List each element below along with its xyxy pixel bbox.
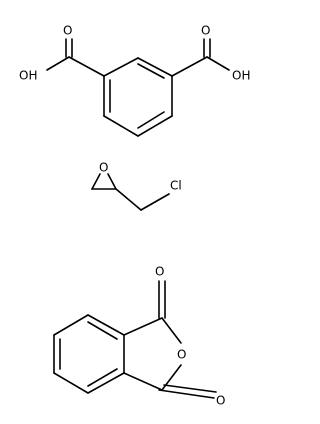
ring-bond: [53, 372, 89, 394]
side-chain-bond: [140, 193, 170, 211]
ring-bond: [137, 115, 173, 137]
aromatic-inner-bond: [87, 321, 118, 340]
anhydride-bond: [123, 372, 163, 391]
carbonyl-oxygen-label: O: [155, 265, 164, 279]
hydroxyl-label: OH: [19, 69, 37, 83]
oxygen-label: O: [201, 24, 210, 38]
ring-bond: [103, 115, 139, 137]
carbonyl-oxygen-label: O: [216, 394, 225, 408]
carboxyl-bond: [46, 56, 70, 71]
molecule-phthalic-anhydride: O O O: [53, 265, 225, 408]
epoxide-bond: [91, 173, 101, 190]
molecule-isophthalic-acid: O OH O OH: [19, 24, 250, 137]
aromatic-inner-bond: [137, 63, 165, 79]
anhydride-bond: [161, 317, 182, 344]
carboxyl-bond: [68, 56, 105, 77]
epoxide-bond: [107, 173, 117, 190]
ring-oxygen-label: O: [177, 348, 186, 362]
hydroxyl-label: OH: [232, 69, 250, 83]
chlorine-label: Cl: [170, 179, 182, 193]
ring-bond: [53, 314, 89, 336]
ring-bond: [137, 57, 173, 77]
carboxyl-bond: [206, 56, 230, 71]
ring-bond: [87, 314, 125, 336]
carboxyl-bond: [171, 56, 208, 77]
structure-canvas: O OH O OH O Cl: [19, 24, 250, 408]
epoxide-oxygen-label: O: [99, 161, 108, 175]
molecule-epichlorohydrin: O Cl: [91, 161, 182, 211]
ring-bond: [103, 57, 139, 77]
aromatic-inner-bond: [137, 111, 165, 129]
ring-bond: [87, 372, 125, 394]
aromatic-inner-bond: [87, 368, 118, 387]
carbonyl-double-bond: [158, 389, 215, 399]
oxygen-label: O: [63, 24, 72, 38]
anhydride-bond: [123, 317, 163, 336]
side-chain-bond: [115, 188, 142, 211]
carbonyl-double-bond: [163, 384, 217, 393]
